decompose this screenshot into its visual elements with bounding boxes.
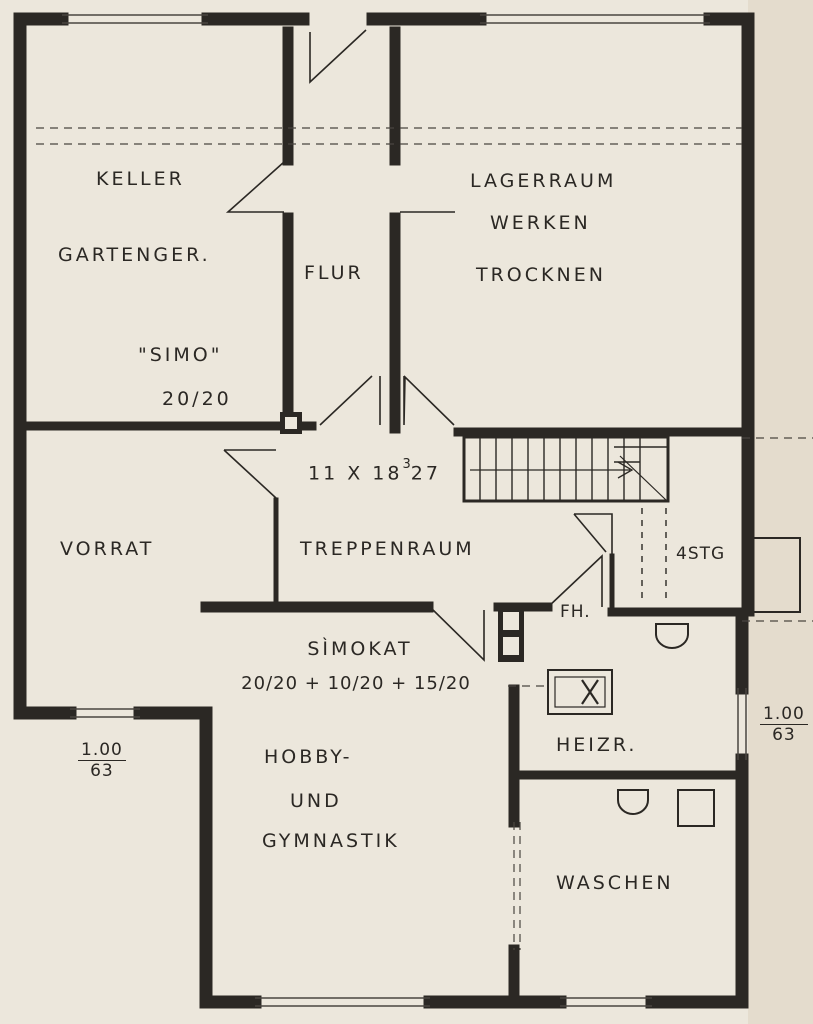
door-heizr — [547, 554, 603, 608]
dashed-lines — [36, 127, 813, 950]
gartenger-label: GARTENGER. — [58, 244, 211, 266]
staircase — [462, 435, 670, 604]
stair-direction-arrow — [470, 461, 634, 479]
door-flur-treppen-right — [403, 375, 455, 426]
stair-count-sup: 3 — [402, 457, 411, 472]
treppenraum-label: TREPPENRAUM — [300, 538, 475, 560]
windows — [62, 14, 747, 1007]
hobby-material-sizes: 20/20 + 10/20 + 15/20 — [241, 673, 471, 694]
stg-label: 4STG — [676, 544, 726, 564]
door-flur-treppen-left — [319, 375, 381, 426]
door-vorrat — [223, 449, 277, 499]
dashed-beam-line — [36, 127, 742, 145]
interior-walls — [21, 26, 747, 1006]
outer-wall-left — [13, 12, 77, 720]
fh-label: FH. — [560, 602, 591, 622]
flur-label: FLUR — [304, 262, 364, 284]
fixtures — [547, 623, 715, 827]
level-marker-left: 1.00 63 — [78, 742, 126, 780]
stair-treads — [479, 437, 668, 501]
vorrat-label: VORRAT — [60, 538, 155, 560]
outer-walls — [13, 12, 755, 1009]
window-lagerraum — [480, 14, 710, 24]
boiler-cross — [581, 679, 599, 705]
step-box — [748, 537, 801, 613]
outer-wall-right-upper — [703, 12, 755, 617]
stair-dimension-label: 11 X 18327 — [308, 458, 441, 485]
boiler — [547, 669, 613, 715]
stair-lower-dashed — [641, 508, 667, 604]
dashed-opening-waschen — [513, 822, 521, 950]
chimney-heizr-flue1 — [503, 612, 519, 630]
waschen-label: WASCHEN — [556, 872, 674, 894]
paper-margin — [748, 0, 813, 1024]
stair-landing-line — [619, 455, 667, 501]
boiler-inner — [554, 676, 606, 708]
door-keller — [225, 161, 285, 213]
window-vorrat — [70, 708, 140, 718]
und-label: UND — [290, 790, 342, 812]
window-keller — [62, 14, 208, 24]
gymnastik-label: GYMNASTIK — [262, 830, 400, 852]
chimneys — [280, 412, 524, 662]
level-left-bottom: 63 — [90, 761, 114, 781]
stair-rest: 27 — [410, 462, 441, 485]
door-hobby — [429, 606, 485, 662]
chimney-flur-flue — [285, 417, 297, 429]
heizr-sink-icon — [655, 623, 689, 649]
trocknen-label: TROCKNEN — [476, 264, 606, 286]
external-steps — [748, 537, 801, 613]
keller-label: KELLER — [96, 168, 185, 190]
hobby-label: HOBBY- — [264, 746, 353, 768]
window-heizr — [737, 688, 747, 760]
door-flur-entrance — [309, 29, 367, 84]
door-fh-upper — [573, 513, 613, 556]
outer-wall-bottom-left — [133, 706, 262, 1009]
hobby-material-name: SÌMOKAT — [307, 638, 413, 660]
heizr-label: HEIZR. — [556, 734, 638, 756]
keller-material-name: "SIMO" — [138, 344, 223, 366]
window-waschen — [560, 997, 652, 1007]
stair-outline — [462, 435, 670, 503]
werken-label: WERKEN — [490, 212, 591, 234]
door-swings — [223, 29, 613, 662]
level-right-top: 1.00 — [760, 706, 808, 725]
window-hobby — [255, 997, 430, 1007]
keller-material-size: 20/20 — [162, 388, 232, 410]
waschen-sink-icon — [617, 789, 649, 815]
level-marker-right: 1.00 63 — [760, 706, 808, 744]
chimney-heizr-flue2 — [503, 637, 519, 655]
outer-wall-bottom-right — [645, 753, 749, 1009]
lagerraum-label: LAGERRAUM — [470, 170, 617, 192]
stair-count: 11 X 18 — [308, 462, 403, 485]
level-right-bottom: 63 — [772, 725, 796, 745]
washing-machine — [677, 789, 715, 827]
level-left-top: 1.00 — [78, 742, 126, 761]
